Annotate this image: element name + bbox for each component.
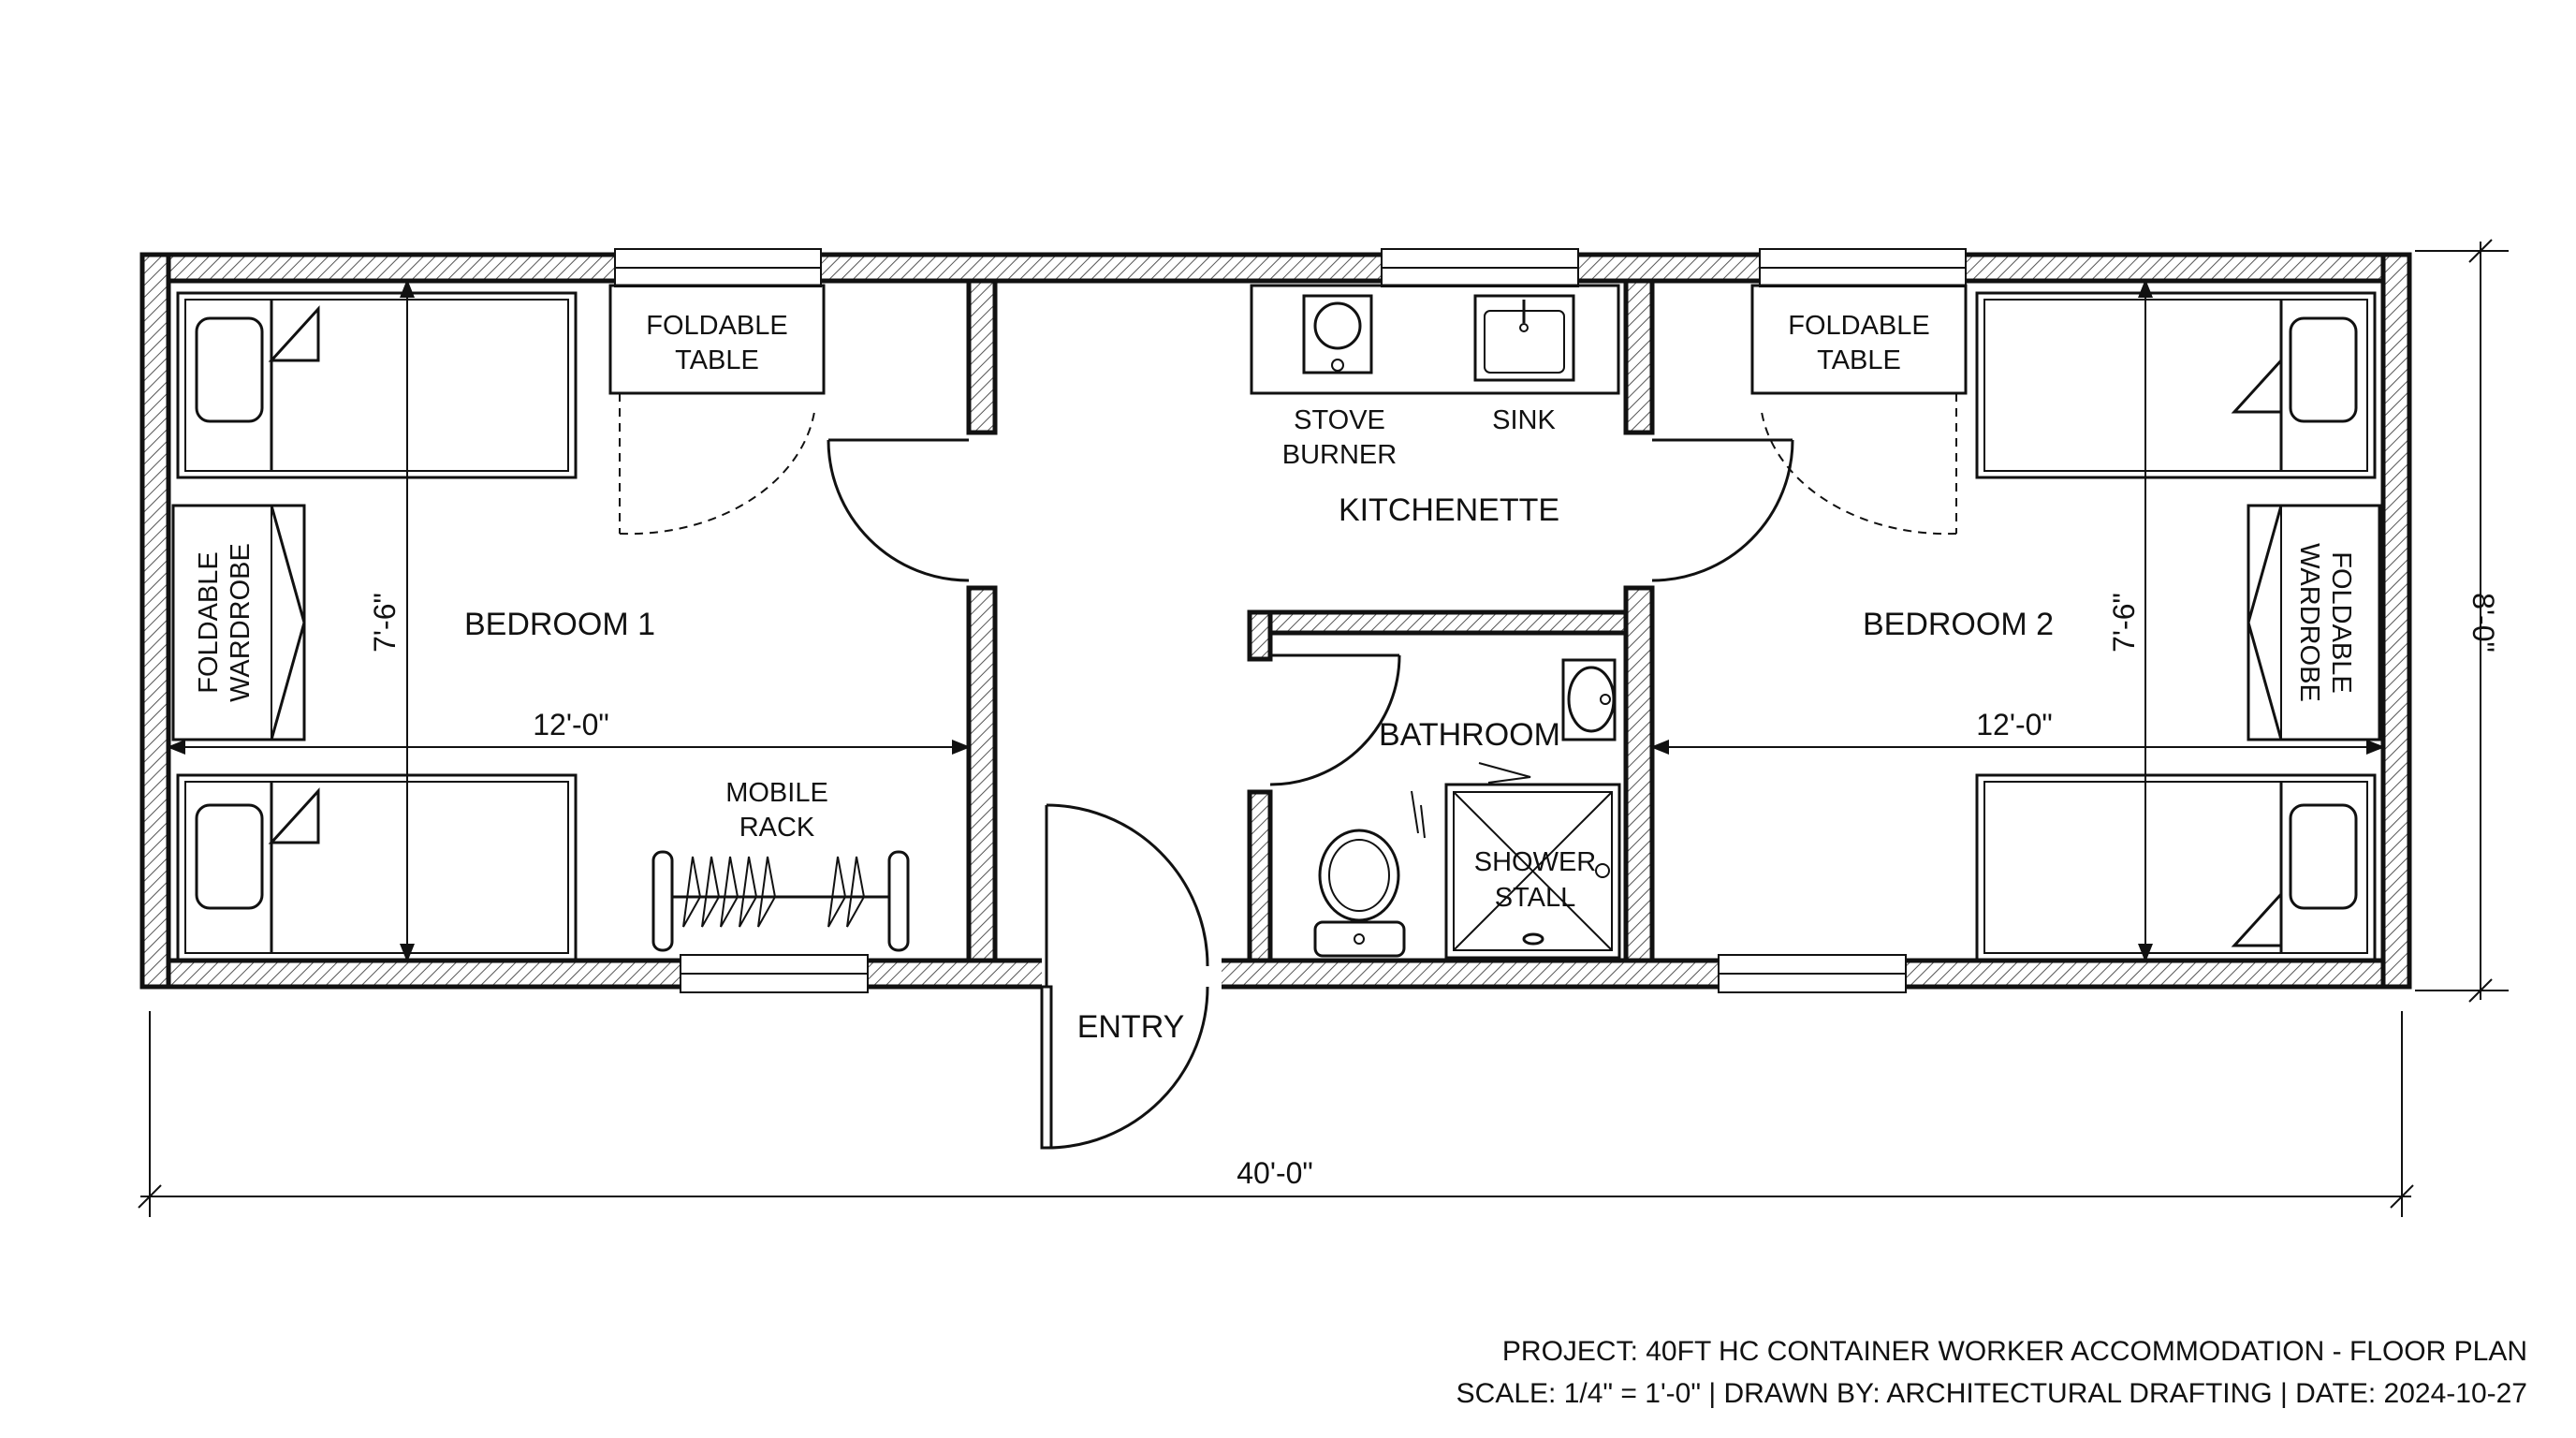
- dim-overall-width: 8'-0": [2466, 593, 2500, 653]
- stove-label-line2: BURNER: [1282, 440, 1397, 470]
- dim-bedroom-1-width: 7'-6": [368, 593, 402, 653]
- kitchenette-counter: [1250, 284, 1620, 395]
- title-details: SCALE: 1/4" = 1'-0" | DRAWN BY: ARCHITEC…: [1456, 1378, 2527, 1409]
- title-block: PROJECT: 40FT HC CONTAINER WORKER ACCOMM…: [1456, 1336, 2527, 1409]
- interior-walls: [966, 278, 1655, 963]
- shower-label-line2: STALL: [1495, 883, 1576, 913]
- room-label-entry: ENTRY: [1077, 1009, 1185, 1045]
- dim-bedroom-2-length: 12'-0": [1976, 708, 2053, 741]
- dimension-labels: 12'-0" 12'-0" 7'-6" 7'-6" 8'-0" 40'-0": [368, 593, 2500, 1190]
- table-label-1-line2: TABLE: [675, 345, 759, 375]
- fixture-labels: FOLDABLE TABLE FOLDABLE TABLE FOLDABLE W…: [194, 311, 2356, 913]
- bedroom-1-furniture: [171, 284, 910, 961]
- dimension-lines: [138, 239, 2509, 1217]
- dim-bedroom-1-length: 12'-0": [533, 708, 609, 741]
- sink-label: SINK: [1492, 405, 1556, 435]
- room-label-bedroom-2: BEDROOM 2: [1863, 607, 2054, 642]
- table-label-2-line2: TABLE: [1817, 345, 1901, 375]
- dim-overall-length: 40'-0": [1237, 1156, 1313, 1190]
- room-labels: BEDROOM 1 BEDROOM 2 KITCHENETTE BATHROOM…: [464, 492, 2054, 1045]
- wardrobe-label-2-line2: WARDROBE: [2294, 543, 2324, 702]
- room-label-kitchenette: KITCHENETTE: [1339, 492, 1559, 528]
- wardrobe-label-2-line1: FOLDABLE: [2326, 551, 2356, 694]
- entry-opening: [1042, 955, 1222, 992]
- shower-label-line1: SHOWER: [1474, 847, 1597, 877]
- rack-label-line2: RACK: [739, 813, 815, 843]
- dim-bedroom-2-width: 7'-6": [2107, 593, 2141, 653]
- room-label-bedroom-1: BEDROOM 1: [464, 607, 655, 642]
- wardrobe-label-1-line2: WARDROBE: [226, 543, 256, 702]
- wardrobe-label-1-line1: FOLDABLE: [194, 551, 224, 694]
- rack-label-line1: MOBILE: [725, 778, 828, 808]
- stove-label-line1: STOVE: [1294, 405, 1385, 435]
- bedroom-2-furniture: [1750, 284, 2381, 961]
- room-label-bathroom: BATHROOM: [1379, 717, 1560, 753]
- doors: [827, 438, 1794, 1150]
- bathroom-fixtures: [1313, 658, 1621, 960]
- table-label-1-line1: FOLDABLE: [646, 311, 788, 341]
- title-project: PROJECT: 40FT HC CONTAINER WORKER ACCOMM…: [1502, 1336, 2527, 1367]
- table-label-2-line1: FOLDABLE: [1788, 311, 1930, 341]
- windows: [614, 248, 1967, 993]
- outer-walls: [139, 252, 2412, 990]
